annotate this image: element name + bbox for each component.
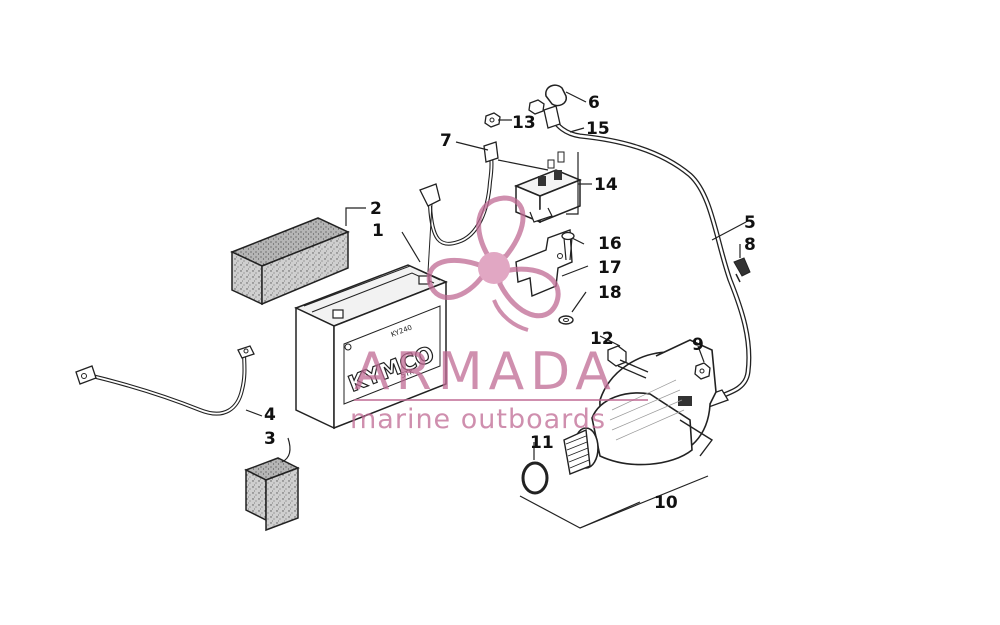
starter-relay [514,151,582,224]
callout-6: 6 [588,93,600,113]
callout-17: 17 [598,258,622,278]
callout-11: 11 [530,433,554,453]
callout-8: 8 [744,235,756,255]
negative-cable [75,345,255,416]
callout-18: 18 [598,283,622,303]
o-ring [521,461,549,495]
boot-cap [545,84,567,107]
foam-pad-large [230,217,350,306]
battery: KY240 KYMCO STK [294,264,448,430]
grommet-18 [558,315,574,325]
callout-12: 12 [590,329,614,349]
callout-7: 7 [440,131,452,151]
callout-3: 3 [264,429,276,449]
callout-2: 2 [370,199,382,219]
callout-16: 16 [598,234,622,254]
leader-lines [245,91,747,529]
callout-5: 5 [744,213,756,233]
foam-pad-small [244,457,300,532]
callout-15: 15 [586,119,610,139]
propeller-logo [426,195,561,332]
starter-motor [563,339,717,475]
watermark-subtitle: marine outboards [350,404,606,435]
callout-10: 10 [654,493,678,513]
bolt-12 [607,345,649,379]
callout-14: 14 [594,175,618,195]
nut-9 [694,362,711,380]
watermark: ARMADA marine outboards [350,195,648,435]
cable-clip [733,257,751,283]
callout-1: 1 [372,221,384,241]
callout-9: 9 [692,335,704,355]
callout-labels: 1 2 3 4 5 6 7 8 9 10 11 12 13 14 15 16 1… [264,93,756,513]
callout-13: 13 [512,113,536,133]
nut-13 [484,99,545,128]
watermark-title: ARMADA [354,342,617,402]
bolt-16 [561,231,575,261]
relay-bracket [515,229,573,298]
callout-4: 4 [264,405,276,425]
